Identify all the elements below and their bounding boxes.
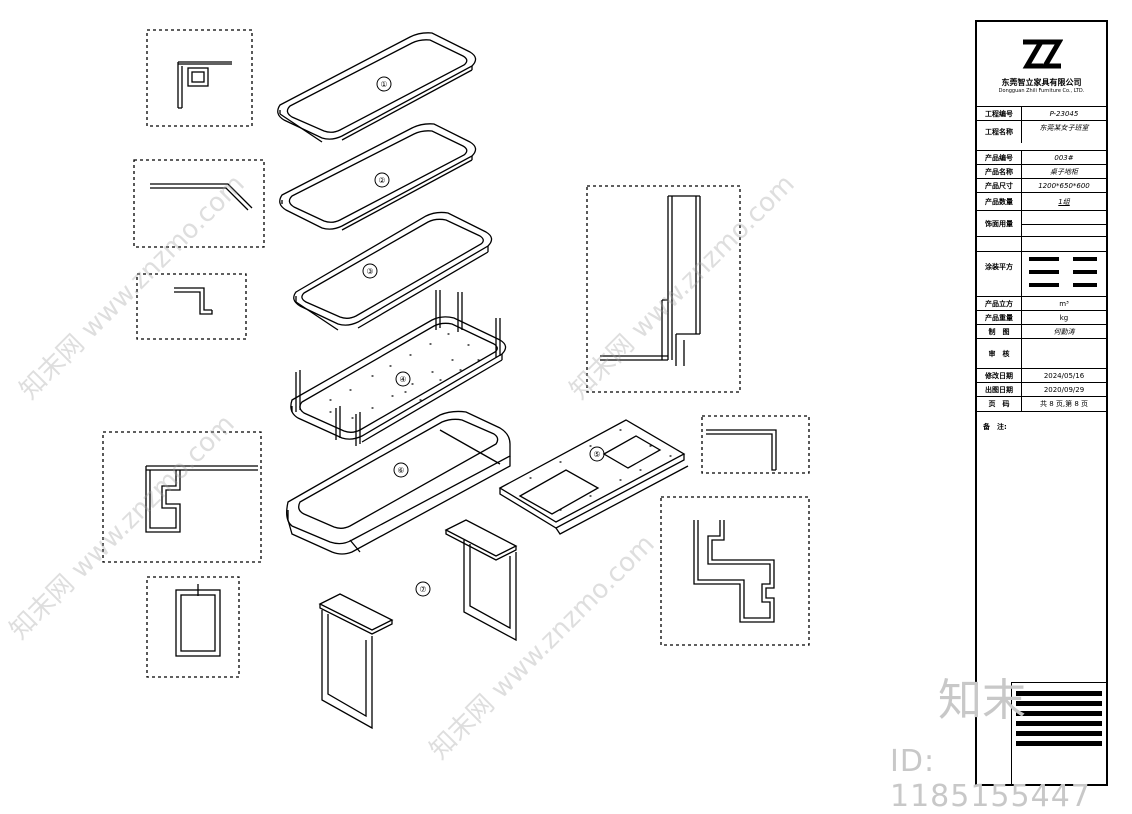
part-3-tray — [293, 211, 493, 331]
row-value: 1200*650*600 — [1038, 182, 1090, 190]
row-value: 何勤涛 — [1053, 328, 1075, 336]
row-product-qty: 产品数量 1组 — [977, 192, 1106, 211]
callout-2: ② — [378, 176, 385, 185]
row-label: 页 码 — [977, 397, 1022, 411]
detail-box-6 — [586, 185, 741, 393]
row-project-name: 工程名称 东莞某女子班室 — [977, 120, 1106, 143]
detail-box-8 — [660, 496, 810, 646]
part-4-base-with-posts — [290, 290, 507, 446]
row-issue-date: 出图日期 2020/09/29 — [977, 382, 1106, 397]
title-block: 东莞智立家具有限公司 Dongguan Zhili Furniture Co.,… — [975, 20, 1108, 786]
row-label: 产品尺寸 — [977, 179, 1022, 193]
row-value: 桌子地柜 — [1050, 168, 1078, 176]
callout-7: ⑦ — [419, 585, 426, 594]
row-value: P-23045 — [1049, 110, 1079, 118]
row-value — [1022, 339, 1106, 369]
row-label: 修改日期 — [977, 369, 1022, 383]
row-product-size: 产品尺寸 1200*650*600 — [977, 178, 1106, 193]
row-page: 页 码 共 8 页,第 8 页 — [977, 396, 1106, 412]
notes-label: 备 注: — [983, 423, 1007, 431]
row-label: 产品编号 — [977, 151, 1022, 165]
row-drafter: 制 图 何勤涛 — [977, 324, 1106, 339]
detail-box-1 — [146, 29, 253, 127]
row-value: kg — [1059, 314, 1069, 322]
part-6-lower-frame — [286, 410, 511, 555]
row-value: 2020/09/29 — [1043, 386, 1085, 394]
row-project-no: 工程编号 P-23045 — [977, 106, 1106, 121]
callout-5: ⑤ — [593, 450, 600, 459]
row-modified-date: 修改日期 2024/05/16 — [977, 368, 1106, 383]
detail-box-2 — [133, 159, 265, 248]
row-label: 涂装平方 — [977, 237, 1022, 297]
callout-6: ⑥ — [397, 466, 404, 475]
row-label: 饰面用量 — [977, 211, 1022, 237]
detail-box-4 — [102, 431, 262, 563]
row-value: 共 8 页,第 8 页 — [1039, 400, 1089, 408]
row-value: 1组 — [1058, 198, 1070, 206]
row-coating-area: 涂装平方 — [977, 236, 1106, 297]
row-label: 工程名称 — [977, 121, 1022, 143]
stamp-block — [1011, 682, 1106, 784]
row-label: 产品名称 — [977, 165, 1022, 179]
company-logo — [1022, 39, 1063, 69]
callout-3: ③ — [366, 267, 373, 276]
row-value: 东莞某女子班室 — [1039, 124, 1089, 132]
row-value: m³ — [1059, 300, 1069, 308]
row-label: 产品重量 — [977, 311, 1022, 325]
row-label: 制 图 — [977, 325, 1022, 339]
row-veneer: 饰面用量 — [977, 210, 1106, 237]
callout-4: ④ — [399, 375, 406, 384]
row-label: 审 核 — [977, 339, 1022, 369]
row-label: 产品数量 — [977, 193, 1022, 211]
row-weight: 产品重量 kg — [977, 310, 1106, 325]
row-value — [1022, 237, 1106, 297]
part-7-legs — [318, 519, 518, 730]
row-label: 工程编号 — [977, 107, 1022, 121]
detail-box-5 — [146, 576, 240, 678]
detail-box-3 — [136, 273, 247, 340]
row-value: 2024/05/16 — [1043, 372, 1085, 380]
part-2-frame — [279, 123, 477, 231]
row-label: 产品立方 — [977, 297, 1022, 311]
callout-1: ① — [380, 80, 387, 89]
part-1-top-frame — [277, 32, 477, 143]
company-name-cn: 东莞智立家具有限公司 — [1001, 78, 1082, 87]
part-5-board — [498, 419, 689, 535]
row-volume: 产品立方 m³ — [977, 296, 1106, 311]
watermark-logo: 知末 — [938, 675, 1026, 726]
detail-box-7 — [701, 415, 810, 474]
company-name-en: Dongguan Zhili Furniture Co., LTD. — [998, 88, 1085, 94]
row-product-name: 产品名称 桌子地柜 — [977, 164, 1106, 179]
row-reviewer: 审 核 — [977, 338, 1106, 369]
row-label: 出图日期 — [977, 383, 1022, 397]
row-product-no: 产品编号 003# — [977, 150, 1106, 165]
row-value: 003# — [1054, 154, 1074, 162]
